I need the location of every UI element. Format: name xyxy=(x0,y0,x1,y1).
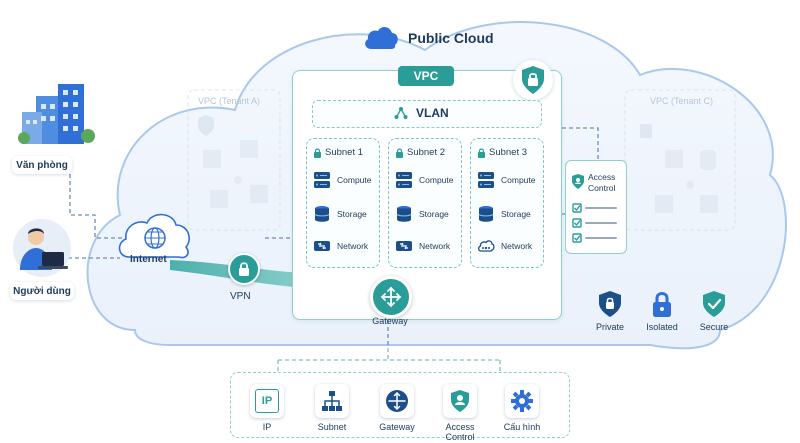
toolbar-item-subnet[interactable]: Subnet xyxy=(308,384,356,432)
subnet-title: Subnet 3 xyxy=(477,147,527,158)
office-building xyxy=(18,78,98,153)
access-control-user-shield-icon xyxy=(451,390,469,412)
tenant-c-ghost xyxy=(624,89,736,231)
subnet-lock-icon xyxy=(396,148,403,158)
vpc-title: VPC xyxy=(398,66,454,86)
internet-label: Internet xyxy=(130,254,167,265)
user-label: Người dùng xyxy=(10,282,74,300)
storage-database-icon xyxy=(478,206,494,222)
subnet-title-text: Subnet 2 xyxy=(407,147,446,158)
subnet-resource-label: Network xyxy=(337,241,369,251)
secure-check-shield-icon xyxy=(703,291,725,317)
subnet-resource-label: Network xyxy=(501,241,533,251)
subnet-title-text: Subnet 1 xyxy=(325,147,364,158)
compute-server-icon xyxy=(314,172,330,188)
network-switch-icon xyxy=(314,241,330,251)
toolbar-item-label: Cấu hình xyxy=(503,422,541,432)
toolbar-item-gateway[interactable]: Gateway xyxy=(373,384,421,432)
subnet-resource-compute[interactable]: Compute xyxy=(313,171,372,189)
public-cloud-header: Public Cloud xyxy=(362,25,494,51)
subnet-lock-icon xyxy=(478,148,485,158)
user-node xyxy=(12,218,72,283)
office-label: Văn phòng xyxy=(12,156,72,174)
ip-icon: IP xyxy=(255,389,279,413)
toolbar-item-config[interactable]: Cấu hình xyxy=(498,384,546,432)
subnet-resource-label: Storage xyxy=(419,209,449,219)
isolated-lock-icon xyxy=(653,292,671,317)
storage-database-icon xyxy=(314,206,330,222)
compute-server-icon xyxy=(396,172,412,188)
toolbar-item-label: IP xyxy=(262,422,272,432)
feature-label: Isolated xyxy=(646,322,678,332)
access-control-shield-icon xyxy=(572,174,584,189)
toolbar-item-label: Access Control xyxy=(445,422,475,442)
vlan-label-group: VLAN xyxy=(394,106,449,120)
subnet-resource-network[interactable]: Network xyxy=(395,237,450,255)
lock-icon xyxy=(239,262,249,276)
compute-server-icon xyxy=(478,172,494,188)
subnet-resource-network[interactable]: Network xyxy=(477,237,532,255)
tenant-a-label: VPC (Tenant A) xyxy=(198,96,261,106)
subnet-resource-compute[interactable]: Compute xyxy=(477,171,536,189)
toolbar-item-access-control[interactable]: Access Control xyxy=(436,384,484,442)
subnet-resource-label: Compute xyxy=(337,175,372,185)
public-cloud-title: Public Cloud xyxy=(408,30,494,46)
shield-lock-icon xyxy=(522,66,544,94)
feature-label: Secure xyxy=(699,322,729,332)
cloud-icon xyxy=(365,27,398,49)
tenant-c-label: VPC (Tenant C) xyxy=(650,96,714,106)
gear-icon xyxy=(511,390,533,412)
feature-private: Private xyxy=(588,290,632,332)
subnet-resource-storage[interactable]: Storage xyxy=(477,205,531,223)
feature-isolated: Isolated xyxy=(640,290,684,332)
internet-cloud-icon xyxy=(118,213,190,259)
feature-secure: Secure xyxy=(692,290,736,332)
network-switch-icon xyxy=(396,241,412,251)
subnet-title-text: Subnet 3 xyxy=(489,147,528,158)
router-arrows-icon xyxy=(380,286,402,308)
private-shield-icon xyxy=(599,291,621,317)
vlan-bar xyxy=(312,100,542,128)
vlan-network-icon xyxy=(394,107,408,119)
storage-database-icon xyxy=(396,206,412,222)
feature-label: Private xyxy=(595,322,624,332)
subnet-resource-compute[interactable]: Compute xyxy=(395,171,454,189)
checklist-icon xyxy=(572,203,617,243)
vlan-label: VLAN xyxy=(416,106,449,120)
subnet-resource-label: Network xyxy=(419,241,451,251)
subnet-tree-icon xyxy=(322,391,342,411)
building-icon xyxy=(18,84,95,144)
cloud-network-icon xyxy=(478,240,495,252)
toolbar-item-label: Subnet xyxy=(317,422,347,432)
gateway-label: Gateway xyxy=(372,316,408,326)
subnet-resource-label: Compute xyxy=(501,175,536,185)
toolbar-item-ip[interactable]: IP IP xyxy=(243,384,291,432)
subnet-resource-storage[interactable]: Storage xyxy=(395,205,449,223)
access-control-label: Access Control xyxy=(588,172,616,193)
subnet-resource-label: Storage xyxy=(337,209,367,219)
gateway-node[interactable] xyxy=(370,276,412,318)
user-laptop-icon xyxy=(13,219,71,277)
tenant-a-ghost xyxy=(187,89,281,231)
subnet-title: Subnet 2 xyxy=(395,147,445,158)
subnet-lock-icon xyxy=(314,148,321,158)
toolbar-item-label: Gateway xyxy=(379,422,415,432)
access-control-panel: Access Control xyxy=(565,160,627,254)
internet-node xyxy=(115,207,195,272)
subnet-resource-network[interactable]: Network xyxy=(313,237,368,255)
subnet-title: Subnet 1 xyxy=(313,147,363,158)
vpn-label: VPN xyxy=(230,291,251,302)
subnet-resource-label: Storage xyxy=(501,209,531,219)
subnet-resource-storage[interactable]: Storage xyxy=(313,205,367,223)
vpc-security-badge xyxy=(513,60,553,100)
subnet-resource-label: Compute xyxy=(419,175,454,185)
gateway-router-icon xyxy=(386,390,408,412)
vpn-lock-badge xyxy=(228,253,260,285)
